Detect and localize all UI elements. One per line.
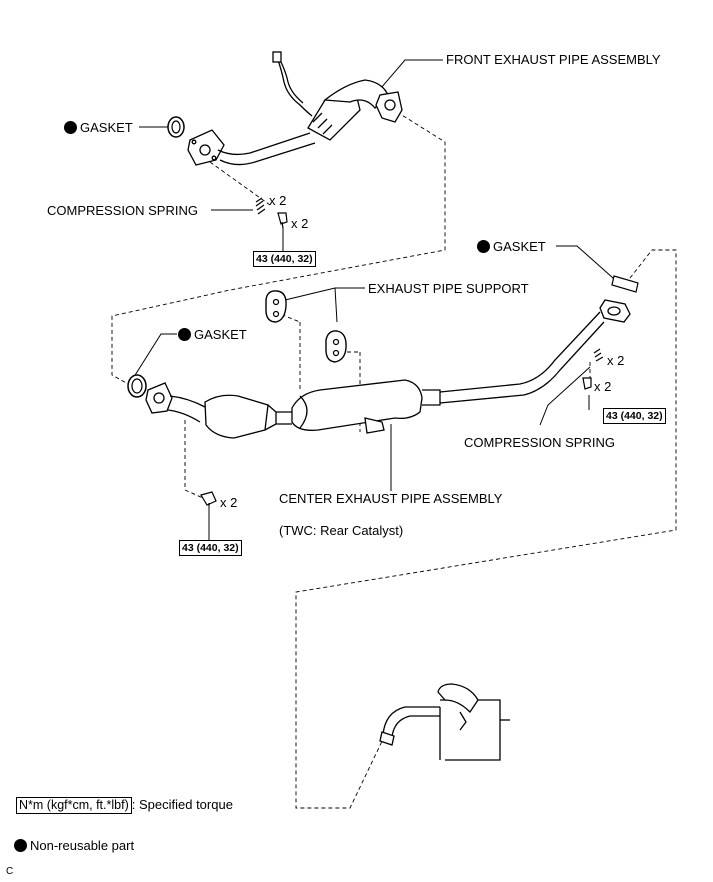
legend-torque-desc: : Specified torque	[131, 797, 233, 812]
qty-spring-right: x 2	[607, 353, 625, 368]
compression-spring-upper-label: COMPRESSION SPRING	[47, 203, 198, 218]
leader-lines	[131, 59, 623, 540]
gasket-center-part	[127, 374, 147, 398]
legend-torque-unit-box: N*m (kgf*cm, ft.*lbf)	[16, 797, 132, 814]
non-reusable-dot-icon	[178, 328, 191, 341]
non-reusable-dot-icon	[14, 839, 27, 852]
front-exhaust-pipe	[187, 51, 403, 166]
exhaust-pipe-support-lower	[325, 330, 347, 363]
gasket-center-text: GASKET	[194, 327, 247, 342]
legend-torque: N*m (kgf*cm, ft.*lbf): Specified torque	[16, 797, 233, 814]
dashed-connection-lines	[111, 111, 677, 809]
legend-non-reusable-text: Non-reusable part	[30, 838, 135, 853]
front-exhaust-pipe-label: FRONT EXHAUST PIPE ASSEMBLY	[446, 52, 661, 67]
tailpipe-muffler	[379, 683, 510, 761]
compression-spring-right-label: COMPRESSION SPRING	[464, 435, 615, 450]
gasket-right-part	[611, 275, 639, 293]
exhaust-pipe-support-upper	[265, 290, 287, 323]
qty-spring-upper: x 2	[269, 193, 287, 208]
torque-right-box: 43 (440, 32)	[603, 408, 666, 424]
spring-bolt-upper	[255, 197, 288, 229]
center-exhaust-pipe	[145, 299, 631, 439]
corner-code: C	[6, 866, 14, 877]
gasket-center-label: GASKET	[178, 327, 247, 342]
center-exhaust-pipe-label: CENTER EXHAUST PIPE ASSEMBLY	[279, 491, 503, 506]
gasket-right-text: GASKET	[493, 239, 546, 254]
twc-note-label: (TWC: Rear Catalyst)	[279, 523, 404, 538]
gasket-right-label: GASKET	[477, 239, 546, 254]
qty-bolt-upper: x 2	[291, 216, 309, 231]
gasket-upper-text: GASKET	[80, 120, 133, 135]
non-reusable-dot-icon	[64, 121, 77, 134]
bolt-lower	[200, 491, 217, 506]
qty-bolt-lower: x 2	[220, 495, 238, 510]
spring-bolt-right	[582, 348, 604, 390]
gasket-upper-label: GASKET	[64, 120, 133, 135]
exhaust-pipe-support-label: EXHAUST PIPE SUPPORT	[368, 281, 529, 296]
non-reusable-dot-icon	[477, 240, 490, 253]
torque-upper-box: 43 (440, 32)	[253, 251, 316, 267]
gasket-upper-part	[167, 116, 185, 138]
torque-lower-box: 43 (440, 32)	[179, 540, 242, 556]
legend-non-reusable: Non-reusable part	[14, 838, 134, 853]
qty-bolt-right: x 2	[594, 379, 612, 394]
